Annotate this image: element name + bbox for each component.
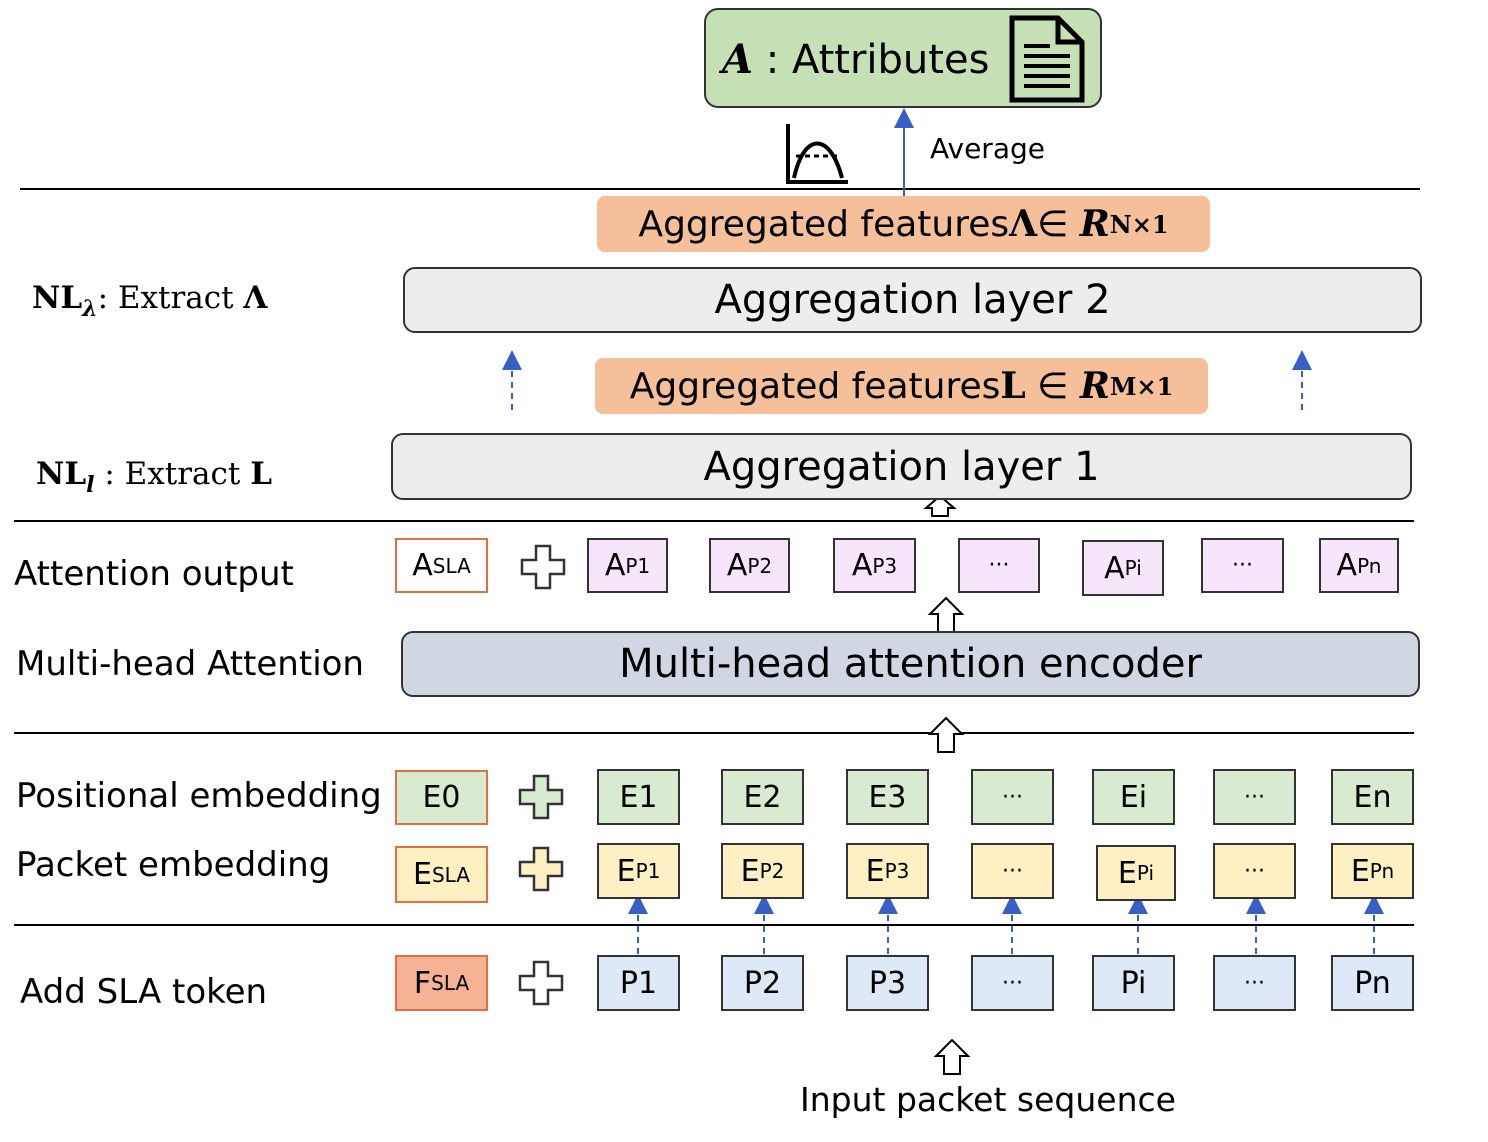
distribution-icon bbox=[786, 124, 848, 184]
hollow-arrow-layer1 bbox=[923, 494, 957, 517]
attributes-symbol: A bbox=[722, 36, 754, 83]
feat-l-symbol: L bbox=[1000, 365, 1026, 407]
feat-l-R: R bbox=[1079, 365, 1110, 407]
nl-l-rest: : Extract bbox=[94, 456, 251, 492]
multihead-attention-encoder: Multi-head attention encoder bbox=[401, 631, 1420, 697]
hollow-arrow-input bbox=[933, 1038, 971, 1075]
nl-l-label: NLl : Extract L bbox=[36, 456, 272, 498]
nl-l-sym: L bbox=[250, 456, 272, 492]
plus-icon-positional bbox=[518, 774, 564, 820]
positional-token-en: En bbox=[1331, 769, 1414, 825]
row-label-packet: Packet embedding bbox=[16, 845, 331, 885]
input-token-dots-1: ··· bbox=[971, 955, 1054, 1011]
input-token-dots-2: ··· bbox=[1213, 955, 1296, 1011]
aggregation-layer-2: Aggregation layer 2 bbox=[403, 267, 1422, 333]
nl-l-sub: l bbox=[86, 472, 95, 498]
feat-lambda-sup: N×1 bbox=[1109, 209, 1169, 239]
packet-token-dots-1: ··· bbox=[971, 843, 1054, 899]
document-icon bbox=[1009, 15, 1085, 103]
feat-lambda-R: R bbox=[1079, 203, 1110, 245]
nl-lambda-label: NLλ: Extract Λ bbox=[32, 280, 267, 322]
attributes-separator: : bbox=[753, 37, 792, 83]
positional-token-e1: E1 bbox=[597, 769, 680, 825]
hollow-arrow-encoder bbox=[927, 716, 965, 753]
plus-icon-input bbox=[518, 960, 564, 1006]
hollow-arrow-attention bbox=[927, 596, 965, 633]
aggregation-layer-1: Aggregation layer 1 bbox=[391, 433, 1412, 500]
feat-lambda-text: Aggregated features bbox=[638, 203, 1010, 245]
positional-token-ei: Ei bbox=[1092, 769, 1175, 825]
attributes-label: A : Attributes bbox=[722, 36, 989, 83]
row-label-add-sla: Add SLA token bbox=[20, 972, 268, 1012]
separator-line-attention bbox=[14, 520, 1414, 522]
feat-lambda-symbol: Λ bbox=[1009, 203, 1038, 245]
nl-lambda-sub: λ bbox=[82, 296, 98, 322]
row-label-positional: Positional embedding bbox=[16, 776, 382, 816]
positional-token-e2: E2 bbox=[721, 769, 804, 825]
nl-lambda-sym: Λ bbox=[243, 280, 268, 316]
plus-icon-attention bbox=[520, 544, 566, 590]
nl-l-base: NL bbox=[36, 456, 87, 492]
nl-lambda-rest: : Extract bbox=[97, 280, 244, 316]
separator-line-top bbox=[20, 188, 1420, 190]
row-label-attention-output: Attention output bbox=[14, 554, 294, 594]
nl-lambda-base: NL bbox=[32, 280, 83, 316]
attributes-text: Attributes bbox=[791, 37, 990, 83]
feat-l-in: ∈ bbox=[1037, 365, 1069, 407]
feat-l-text: Aggregated features bbox=[629, 365, 1001, 407]
attention-token-dots-1: ··· bbox=[958, 538, 1040, 593]
attention-token-dots-2: ··· bbox=[1201, 538, 1284, 593]
feat-lambda-in: ∈ bbox=[1037, 203, 1069, 245]
positional-token-e0: E0 bbox=[395, 770, 488, 825]
attributes-box: A : Attributes bbox=[704, 8, 1102, 108]
input-token-p2: P2 bbox=[721, 955, 804, 1011]
input-token-p1: P1 bbox=[597, 955, 680, 1011]
packet-token-dots-2: ··· bbox=[1213, 843, 1296, 899]
input-token-p3: P3 bbox=[846, 955, 929, 1011]
positional-token-e3: E3 bbox=[846, 769, 929, 825]
feat-l-sup: M×1 bbox=[1109, 371, 1174, 401]
separator-line-embedding bbox=[14, 732, 1414, 734]
row-label-multihead: Multi-head Attention bbox=[16, 644, 364, 684]
plus-icon-packet bbox=[518, 846, 564, 892]
positional-token-dots-2: ··· bbox=[1213, 769, 1296, 825]
separator-line-input bbox=[14, 924, 1414, 926]
average-label: Average bbox=[930, 132, 1045, 165]
positional-token-dots-1: ··· bbox=[971, 769, 1054, 825]
input-token-pn: Pn bbox=[1331, 955, 1414, 1011]
input-sequence-label: Input packet sequence bbox=[800, 1080, 1176, 1119]
input-token-pi: Pi bbox=[1092, 955, 1175, 1011]
